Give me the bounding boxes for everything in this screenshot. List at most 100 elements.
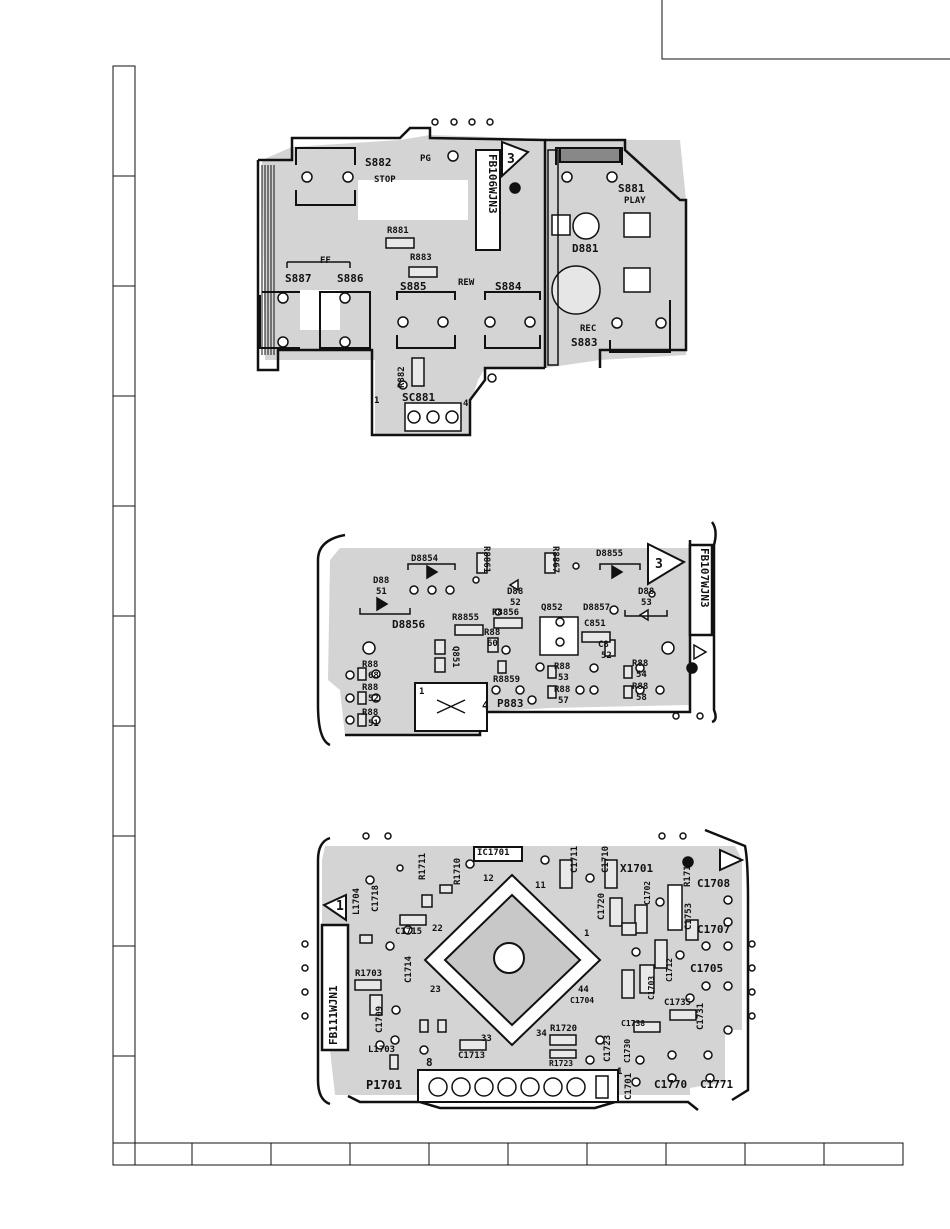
label-d8856: D8856 [392, 618, 426, 631]
board-2-components [357, 542, 714, 732]
label-board1-part-number: FB106WJN3 [486, 154, 499, 214]
label-pin33: 33 [481, 1034, 492, 1044]
board-3-components [320, 846, 745, 1103]
label-p1701: P1701 [366, 1078, 403, 1092]
label-c8852-b: 52 [601, 651, 612, 661]
label-c1705: C1705 [690, 962, 724, 975]
label-d8852-a: D88 [507, 587, 524, 597]
label-d8853-b: 53 [641, 598, 652, 608]
label-c1735: C1735 [664, 998, 692, 1008]
board-1-stripes [261, 165, 275, 355]
label-board3-triangle-number: 1 [336, 899, 344, 914]
label-pin11: 11 [535, 881, 546, 891]
label-r8868-a: R88 [362, 660, 379, 670]
label-r8858-a: R88 [632, 682, 649, 692]
label-r8861: R8861 [481, 546, 491, 574]
label-d8851-b: 51 [376, 587, 387, 597]
label-c1709: C1709 [375, 1005, 385, 1033]
label-r8852-a: R88 [362, 683, 379, 693]
label-c1710: C1710 [601, 845, 611, 873]
label-c1702: C1702 [643, 880, 652, 905]
board-3-outline [316, 828, 750, 1111]
board-3-ic-package [423, 873, 602, 1047]
label-pin34: 34 [536, 1029, 547, 1039]
label-r8853-b: 53 [558, 673, 569, 683]
label-c1703: C1703 [647, 975, 656, 1000]
label-r8851-b: 51 [368, 719, 379, 729]
label-rec: REC [580, 324, 597, 334]
label-pin1: 1 [584, 929, 590, 939]
label-d8855: D8855 [596, 549, 624, 559]
label-r8868-b: 68 [368, 671, 379, 681]
label-s883: S883 [571, 336, 598, 349]
label-r8853-a: R88 [554, 662, 571, 672]
label-r1714: R1714 [683, 859, 693, 887]
label-ic1701: IC1701 [477, 848, 510, 858]
label-r8854-b: 54 [636, 670, 647, 680]
board-1-pads [277, 118, 667, 390]
board-1-outline [256, 126, 688, 437]
label-c1730: C1730 [623, 1038, 632, 1063]
label-p1701-pin8: 8 [426, 1056, 433, 1069]
label-pin22: 22 [432, 924, 443, 934]
label-r8857-a: R88 [554, 685, 571, 695]
label-c851: C851 [584, 619, 606, 629]
label-board2-triangle-number: 3 [655, 557, 663, 572]
label-r881: R881 [387, 226, 409, 236]
label-r1703: R1703 [355, 969, 383, 979]
label-r1711: R1711 [418, 852, 428, 880]
board-2-led-pcb [316, 521, 717, 747]
label-p883-pin4: 4 [482, 699, 489, 712]
label-d881: D881 [572, 242, 599, 255]
label-c1720: C1720 [597, 892, 607, 920]
label-board3-part-number: FB111WJN1 [327, 985, 340, 1045]
label-r1720: R1720 [550, 1024, 578, 1034]
label-ff: FF [320, 256, 331, 266]
label-c1704: C1704 [570, 996, 595, 1005]
board-3-pads [301, 832, 756, 1087]
label-p883: P883 [497, 697, 524, 710]
label-d8852-b: 52 [510, 598, 521, 608]
label-r1723: R1723 [549, 1059, 574, 1068]
label-c1713: C1713 [458, 1051, 486, 1061]
label-r8860-a: R88 [484, 628, 501, 638]
label-pin44: 44 [578, 985, 589, 995]
label-r8867: R8867 [550, 546, 560, 574]
board-3-ic-pcb [301, 828, 756, 1111]
label-c1738: C1738 [621, 1019, 646, 1028]
label-q851: Q851 [450, 646, 460, 668]
board-1-light-pads [300, 180, 468, 330]
label-l1704: L1704 [352, 887, 362, 915]
label-p883-pin1: 1 [419, 687, 425, 697]
label-s881: S881 [618, 182, 645, 195]
label-r8857-b: 57 [558, 696, 569, 706]
label-c1701: C1701 [624, 1072, 634, 1100]
label-c1723: C1723 [603, 1034, 613, 1062]
board-2-pads [345, 562, 704, 725]
label-r8858-b: 58 [636, 693, 647, 703]
label-stop: STOP [374, 175, 396, 185]
label-sc881: SC881 [402, 391, 436, 404]
label-s886: S886 [337, 272, 364, 285]
label-r8852-b: 52 [368, 694, 379, 704]
label-d8857: D8857 [583, 603, 611, 613]
label-r8854-a: R88 [632, 659, 649, 669]
label-r883: R883 [410, 253, 432, 263]
board-1-operation-pcb [256, 118, 688, 437]
label-c1714: C1714 [404, 955, 414, 983]
label-c1711: C1711 [570, 845, 580, 873]
label-r8855: R8855 [452, 613, 480, 623]
label-c1771: C1771 [700, 1078, 734, 1091]
label-r8851-a: R88 [362, 708, 379, 718]
label-pin23: 23 [430, 985, 441, 995]
label-d8854: D8854 [411, 554, 439, 564]
label-p1701-pin1: 1 [617, 1067, 623, 1077]
label-r8859: R8859 [493, 675, 521, 685]
label-sc881-pin4: 4 [463, 399, 469, 409]
label-pin12: 12 [483, 874, 494, 884]
label-q852: Q852 [541, 603, 563, 613]
label-d8853-a: D88 [638, 587, 655, 597]
label-c1770: C1770 [654, 1078, 688, 1091]
label-play: PLAY [624, 196, 646, 206]
